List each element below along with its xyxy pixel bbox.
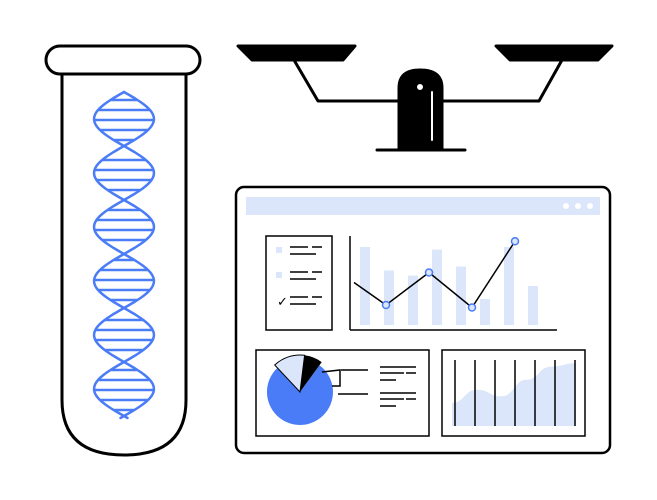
checklist-panel: ✓: [265, 235, 333, 331]
dna-strand: [92, 90, 156, 420]
combo-line-point: [510, 237, 520, 246]
checkbox-icon: [276, 247, 282, 253]
pie-panel: [255, 349, 430, 437]
combo-line-point: [467, 303, 477, 312]
combo-chart-line: [353, 237, 520, 312]
pie-slice: [273, 354, 306, 394]
test-tube-rim: [44, 44, 202, 76]
combo-bar: [360, 247, 370, 325]
combo-chart: [349, 236, 557, 331]
dna-helix: [92, 90, 156, 420]
left-pan: [236, 44, 357, 62]
combo-bar: [480, 299, 490, 325]
checkbox-icon: [276, 272, 282, 278]
pie-legend: [380, 366, 416, 407]
window-dots: [563, 203, 593, 209]
area-chart-fill: [452, 363, 576, 426]
window-dot-icon: [563, 203, 569, 209]
scale-pivot: [415, 82, 425, 92]
combo-line-point: [424, 268, 434, 277]
combo-bar: [456, 266, 466, 325]
right-pan: [494, 44, 614, 62]
check-icon: ✓: [277, 295, 288, 310]
dashboard-window: ✓: [234, 185, 612, 455]
combo-line-point: [381, 300, 391, 310]
test-tube: [44, 44, 202, 457]
test-tube-body: [60, 74, 188, 457]
area-chart-gridlines: [454, 360, 576, 426]
combo-chart-bars: [360, 247, 538, 325]
window-title-bar: [246, 197, 600, 215]
combo-bar: [504, 247, 514, 325]
window-dot-icon: [587, 203, 593, 209]
pie-chart: [266, 354, 368, 425]
checklist-items: ✓: [276, 246, 322, 310]
combo-bar: [528, 286, 538, 325]
checklist-frame: [265, 235, 333, 331]
area-panel: [441, 349, 586, 437]
pie-slice: [300, 355, 322, 392]
combo-bar: [384, 270, 394, 325]
balance-scale: [236, 44, 614, 152]
scale-pillar: [397, 68, 444, 150]
window-dot-icon: [575, 203, 581, 209]
pie-leader-line: [321, 369, 341, 387]
pie-slice: [266, 365, 333, 425]
combo-bar: [432, 249, 442, 325]
combo-bar: [408, 275, 418, 325]
